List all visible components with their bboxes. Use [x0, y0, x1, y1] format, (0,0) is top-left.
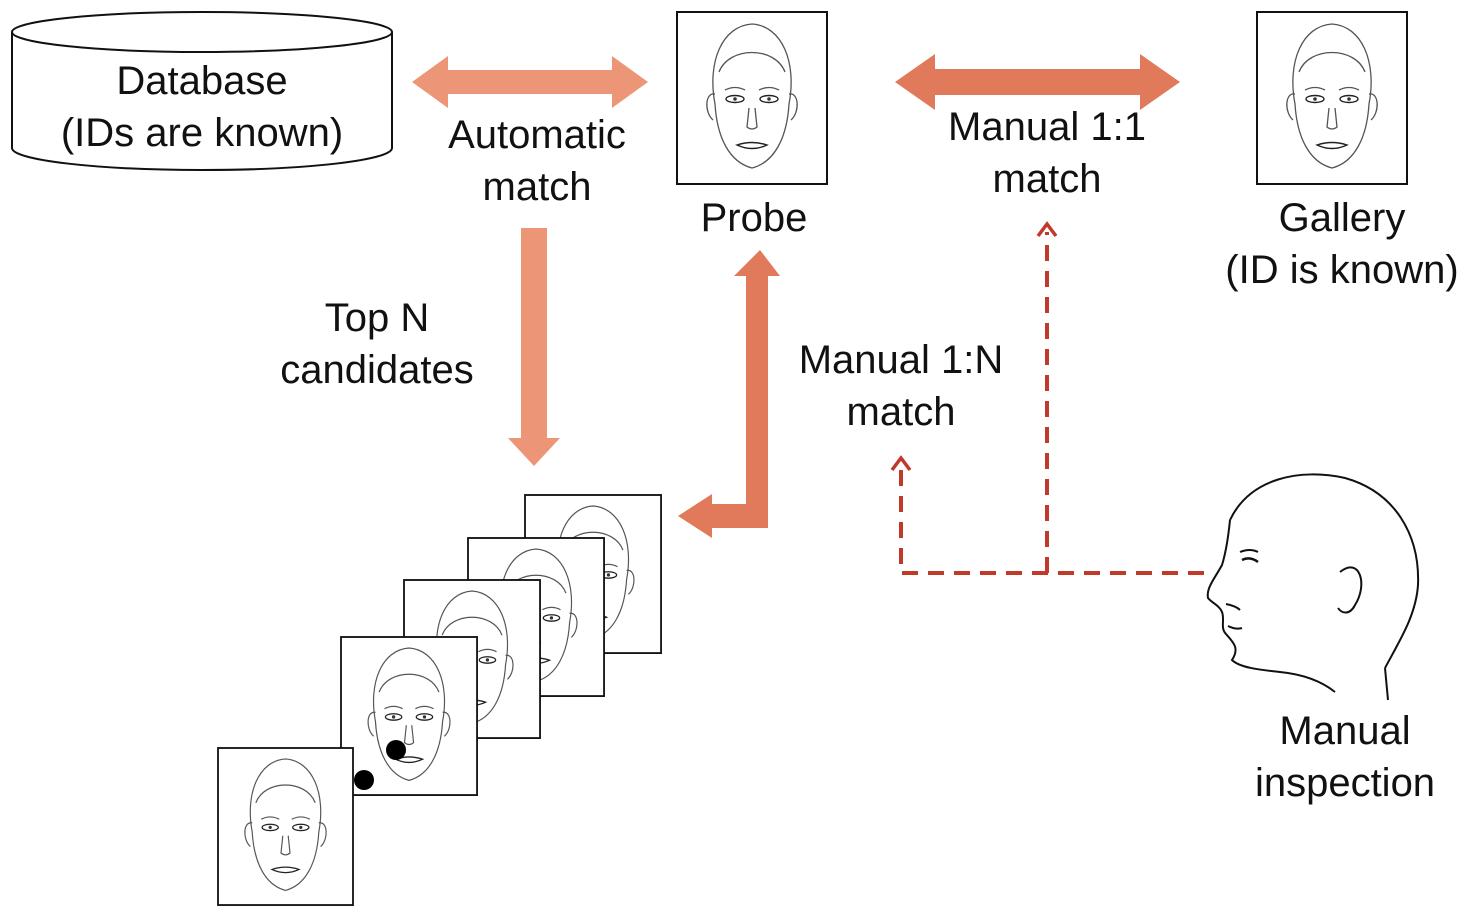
manual-inspection-line2: inspection	[1254, 761, 1436, 805]
manual-1to1-line2: match	[992, 157, 1102, 201]
automatic-match-arrow	[412, 56, 648, 108]
top-n-line1: Top N	[324, 296, 430, 340]
probe-label-text: Probe	[700, 196, 808, 240]
database-label-line1: Database	[116, 59, 288, 103]
automatic-match-line2: match	[482, 165, 592, 209]
manual-1toN-line2: match	[846, 390, 956, 434]
manual-1toN-line1: Manual 1:N	[798, 338, 1004, 382]
manual-1toN-arrow	[678, 250, 780, 538]
database-cylinder-icon	[11, 11, 393, 171]
gallery-line1: Gallery	[1278, 196, 1406, 240]
inspection-dashed-lines	[899, 232, 1204, 575]
manual-1to1-arrow	[895, 54, 1180, 110]
inspection-dashed-arrowheads	[890, 221, 1058, 472]
gallery-face-icon	[1256, 11, 1408, 185]
manual-inspection-line1: Manual	[1279, 709, 1411, 753]
manual-1to1-line1: Manual 1:1	[948, 105, 1146, 149]
manual-inspection-label: Manual inspection	[1255, 705, 1435, 809]
top-n-candidates-arrow	[508, 228, 560, 466]
probe-face-icon	[676, 11, 828, 185]
automatic-match-line1: Automatic	[448, 113, 626, 157]
candidate-stack-icon	[217, 494, 662, 906]
manual-1to1-label: Manual 1:1 match	[948, 101, 1146, 205]
top-n-line2: candidates	[280, 348, 474, 392]
gallery-line2: (ID is known)	[1225, 248, 1459, 292]
gallery-label: Gallery (ID is known)	[1225, 192, 1458, 296]
manual-1toN-label: Manual 1:N match	[799, 334, 1004, 438]
database-label: Database (IDs are known)	[61, 55, 343, 159]
top-n-candidates-label: Top N candidates	[280, 292, 473, 396]
database-label-line2: (IDs are known)	[60, 111, 344, 155]
probe-label: Probe	[701, 192, 808, 244]
automatic-match-label: Automatic match	[448, 109, 626, 213]
head-profile-icon	[1206, 473, 1420, 701]
